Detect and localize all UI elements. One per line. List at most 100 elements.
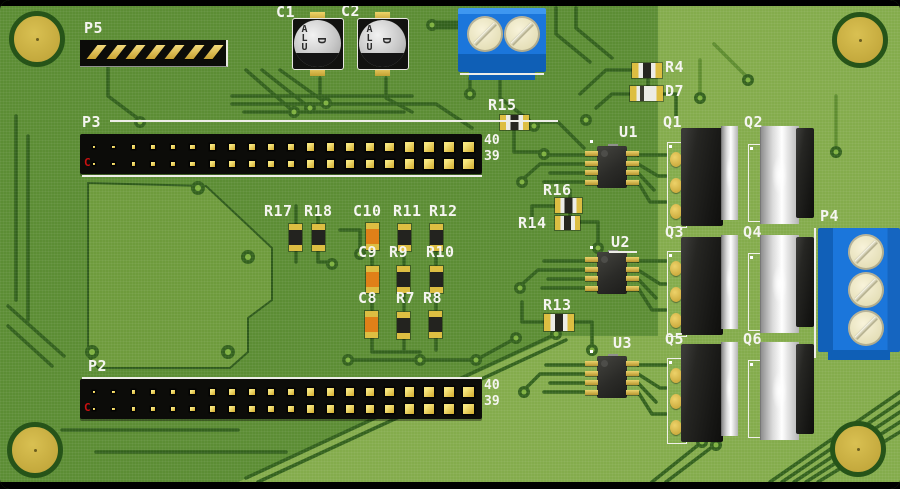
p5-pin [145,45,165,59]
soic-lead [626,380,639,385]
header-pin-contact [190,144,195,150]
p2-pin39-number: 39 [484,394,500,409]
resistor-r17 [289,224,302,251]
header-pin-contact [424,387,434,397]
cap-print-alu: ALU [364,24,375,51]
silkscreen-line-p3-bottom [82,175,482,177]
header-pin-contact [151,162,155,166]
label-r15: R15 [488,96,517,114]
header-pin-contact [287,143,295,151]
label-q5: Q5 [665,330,685,348]
header-pin-contact [404,404,414,414]
label-p5: P5 [84,19,104,37]
pin1-mark-p2: C [84,401,91,414]
header-pin-contact [248,389,255,395]
p5-header [80,40,228,67]
mounting-hole-top-left [9,11,65,67]
label-c9: C9 [358,243,378,261]
header-pin-contact [307,405,315,413]
header-pin-contact [365,387,374,397]
p5-pin [203,45,224,59]
header-pin-contact [424,159,434,169]
header-pin-contact [112,145,116,149]
capacitor-c1: ALU D [290,12,346,76]
header-pin-contact [229,389,235,395]
p5-pin [106,45,126,59]
via-group [85,19,842,451]
header-pin-contact [92,390,96,394]
header-pin-contact [209,144,215,150]
header-pin-contact [424,404,434,414]
capacitor-c9 [366,266,379,293]
header-pin-contact [131,162,136,166]
label-q6: Q6 [743,330,763,348]
transistor-q5 [664,334,740,450]
copper-pour-left [87,181,273,369]
soic-lead [626,266,639,272]
header-pin-contact [151,407,155,411]
header-pin-contact [404,387,414,397]
soic-lead [585,389,598,395]
label-c10: C10 [353,202,382,220]
soic-lead [585,160,598,166]
cap-print-d: D [379,37,393,44]
screw-terminal-top [458,8,546,80]
label-p3: P3 [82,113,102,131]
header-pin-contact [112,407,116,411]
terminal-screw [848,310,884,346]
header-pin-contact [443,386,454,398]
header-pin-contact [326,143,335,151]
header-pin-contact [443,141,454,153]
label-r17: R17 [264,202,293,220]
silkscreen-line-terminal [460,73,544,75]
header-pin-contact [112,390,116,394]
header-pin-contact [307,160,315,168]
transistor-q3 [664,227,740,343]
soic-lead [626,370,639,376]
soic-u2 [584,246,640,296]
header-pin-contact [170,144,175,150]
header-pin-contact [268,160,275,168]
frame-bar-bottom [0,482,900,489]
header-pin-contact [365,404,374,414]
soic-lead [626,151,639,156]
resistor-r14 [555,216,580,230]
soic-lead [626,276,639,281]
soic-u1 [584,140,640,190]
header-pin-contact [190,406,195,412]
label-q1: Q1 [663,113,683,131]
trace-group-on-pour [698,42,838,152]
label-r16: R16 [543,181,572,199]
label-r11: R11 [393,202,422,220]
header-pin-contact [307,143,315,151]
header-pin-contact [287,405,295,413]
header-pin-contact [346,143,355,151]
header-pin-contact [287,160,295,168]
soic-lead [626,160,639,166]
resistor-r18 [312,224,325,251]
header-pin-contact [170,161,175,167]
header-pin-contact [112,162,116,166]
header-p2: C [80,379,482,419]
silkscreen-line-p4 [814,228,816,358]
soic-u3 [584,350,640,400]
silkscreen-line-u2 [609,251,637,253]
header-pin-contact [443,403,454,415]
header-pin-contact [404,159,414,169]
soic-lead [585,285,598,291]
screw-terminal-p4 [818,228,900,360]
header-pin-contact [92,145,96,149]
label-r13: R13 [543,296,572,314]
frame-bar-top [0,0,900,6]
transistor-q6 [742,334,818,450]
transistor-q1 [664,118,740,234]
resistor-r4 [632,63,662,78]
soic-lead [585,361,598,366]
terminal-screw [504,16,540,52]
header-pin-contact [151,390,155,394]
header-pin-contact [268,143,275,151]
soic-lead [626,257,639,262]
soic-lead [585,170,598,175]
p5-pin [184,45,204,59]
